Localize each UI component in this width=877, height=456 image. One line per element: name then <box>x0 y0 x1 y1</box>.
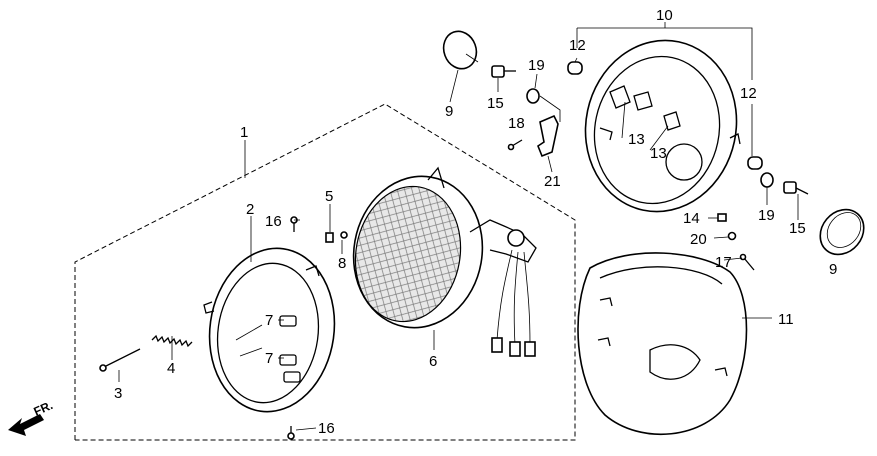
callout-20: 20 <box>690 231 707 248</box>
callout-1: 1 <box>240 124 248 141</box>
callout-6: 6 <box>429 353 437 370</box>
callout-19-right: 19 <box>758 207 775 224</box>
bolt-15-left <box>491 65 516 78</box>
callout-16-lower: 16 <box>318 420 335 437</box>
callout-17: 17 <box>715 254 732 271</box>
callout-10: 10 <box>656 7 673 24</box>
callout-7-lower: 7 <box>265 350 273 367</box>
callout-15-left: 15 <box>487 95 504 112</box>
front-direction-arrow-icon <box>8 414 44 436</box>
callout-8: 8 <box>338 255 346 272</box>
callout-7-upper: 7 <box>265 312 273 329</box>
sealed-beam-unit <box>352 166 537 357</box>
callout-13-left: 13 <box>628 131 645 148</box>
adjusting-screw <box>99 348 141 372</box>
screw-17 <box>739 253 755 271</box>
screw-18 <box>507 139 523 151</box>
front-direction-label: FR. <box>32 398 55 419</box>
emblem-left <box>442 30 479 70</box>
headlight-case <box>584 39 741 213</box>
callout-16-upper: 16 <box>265 213 282 230</box>
collar-12-right <box>747 156 763 170</box>
callout-4: 4 <box>167 360 175 377</box>
part-16-screw-lower <box>287 426 295 440</box>
callout-13-right: 13 <box>650 145 667 162</box>
washer-19-right <box>760 172 774 188</box>
washer-19-left <box>526 88 540 104</box>
callout-12-left: 12 <box>569 37 586 54</box>
headlight-rim <box>203 247 336 413</box>
washer-20 <box>727 231 737 241</box>
headlight-shell <box>577 252 748 435</box>
bracket-21 <box>537 114 559 158</box>
callout-11: 11 <box>778 311 794 328</box>
part-5-nut <box>325 232 334 243</box>
nut-14 <box>717 213 727 222</box>
emblem-right <box>819 208 865 256</box>
assembly-boundary <box>74 103 576 441</box>
callout-18: 18 <box>508 115 525 132</box>
part-16-screw-upper <box>290 216 298 232</box>
bolt-15-right <box>783 181 809 195</box>
callout-21: 21 <box>544 173 561 190</box>
callout-14: 14 <box>683 210 700 227</box>
callout-5: 5 <box>325 188 333 205</box>
callout-15-right: 15 <box>789 220 806 237</box>
collar-12-left <box>567 61 583 75</box>
callout-9-left: 9 <box>445 103 453 120</box>
part-8-washer <box>340 231 348 239</box>
callout-19-left: 19 <box>528 57 545 74</box>
leader-lines <box>118 22 799 431</box>
callout-3: 3 <box>114 385 122 402</box>
callout-2: 2 <box>246 201 254 218</box>
callout-12-right: 12 <box>740 85 757 102</box>
callout-9-right: 9 <box>829 261 837 278</box>
